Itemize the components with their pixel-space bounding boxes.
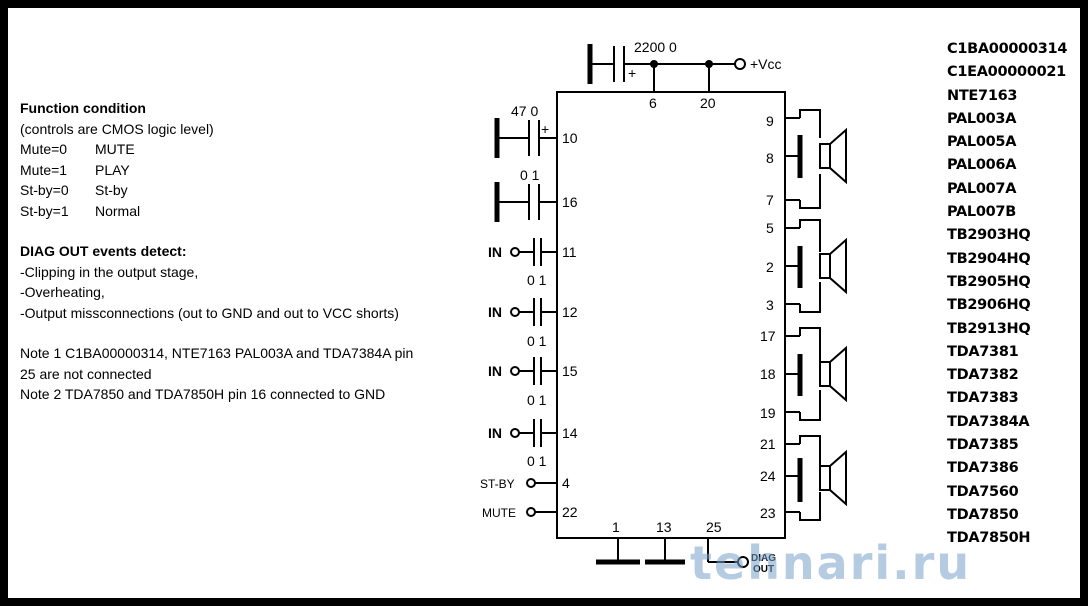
diag-label: OUT [753, 564, 774, 575]
part-number: TDA7382 [947, 367, 1019, 384]
capacitor-01-label: 0 1 [527, 453, 547, 469]
pin-label: 20 [700, 95, 716, 111]
part-number: PAL005A [947, 134, 1017, 151]
pin-label: 6 [649, 95, 657, 111]
pin-label: 2 [766, 259, 774, 275]
part-number: PAL007A [947, 180, 1017, 197]
vcc-label: +Vcc [750, 56, 782, 72]
pin-label: 21 [760, 436, 776, 452]
stby-label: ST-BY [480, 477, 515, 491]
part-number: TB2906HQ [947, 297, 1031, 314]
part-number: TB2905HQ [947, 273, 1031, 290]
pin-label: 10 [562, 130, 578, 146]
pin-label: 11 [562, 244, 577, 260]
pin-label: 8 [766, 150, 774, 166]
diagram-frame [6, 6, 1082, 600]
part-number: TDA7386 [947, 460, 1019, 477]
pin-label: 19 [760, 405, 776, 421]
pin-label: 23 [760, 505, 776, 521]
capacitor-2200-label: 2200 0 [634, 39, 677, 55]
part-number: C1EA00000021 [947, 64, 1066, 81]
pin-label: 18 [760, 366, 776, 382]
pin-label: 1 [612, 519, 620, 535]
pin-label: 13 [656, 519, 672, 535]
diag-item: -Clipping in the output stage, [20, 263, 199, 280]
in-label: IN [488, 244, 502, 260]
pin-label: 12 [562, 304, 578, 320]
note-line: Note 2 TDA7850 and TDA7850H pin 16 conne… [20, 386, 386, 402]
pin-label: 25 [706, 519, 722, 535]
diag-item: -Overheating, [20, 284, 105, 300]
part-number: TDA7850 [947, 506, 1019, 523]
function-condition-title: Function condition [20, 100, 146, 116]
diag-label: DIAG [751, 553, 776, 564]
part-number: TDA7385 [947, 437, 1019, 454]
plus-sign: + [628, 65, 636, 81]
pin-label: 4 [562, 475, 570, 491]
part-number: TDA7383 [947, 390, 1019, 407]
capacitor-01-label: 0 1 [527, 392, 547, 408]
note-line: Note 1 C1BA00000314, NTE7163 PAL003A and… [20, 345, 414, 361]
capacitor-01-label: 0 1 [527, 333, 547, 349]
pin-label: 5 [766, 220, 774, 236]
capacitor-01-label: 0 1 [520, 167, 540, 183]
capacitor-01-label: 0 1 [527, 272, 547, 288]
in-label: IN [488, 304, 502, 320]
pin-label: 16 [562, 194, 578, 210]
function-condition-subtitle: (controls are CMOS logic level) [20, 120, 214, 137]
junction-dot [705, 60, 713, 68]
pin-label: 15 [562, 363, 578, 379]
part-number: NTE7163 [947, 87, 1018, 104]
junction-dot [650, 60, 658, 68]
part-number: TDA7384A [947, 413, 1030, 430]
note-line: 25 are not connected [20, 365, 152, 382]
notes-block: Function condition (controls are CMOS lo… [20, 98, 480, 405]
part-number-list: C1BA00000314 C1EA00000021 NTE7163 PAL003… [947, 38, 1077, 551]
part-number: TB2903HQ [947, 227, 1031, 244]
part-number: PAL006A [947, 157, 1017, 174]
in-label: IN [488, 425, 502, 441]
in-label: IN [488, 363, 502, 379]
vcc-terminal [734, 58, 746, 70]
capacitor-47-label: 47 0 [511, 103, 538, 119]
pin-label: 24 [760, 468, 776, 484]
pin-label: 17 [760, 328, 776, 344]
diag-title: DIAG OUT events detect: [20, 243, 187, 259]
part-number: PAL003A [947, 110, 1017, 127]
part-number: TB2904HQ [947, 250, 1031, 267]
mute-label: MUTE [482, 506, 516, 520]
pin-label: 7 [766, 192, 774, 208]
pin-label: 22 [562, 504, 578, 520]
pin-label: 3 [766, 297, 774, 313]
part-number: PAL007B [947, 204, 1016, 221]
part-number: TDA7850H [947, 530, 1031, 547]
plus-sign: + [541, 121, 549, 137]
part-number: TB2913HQ [947, 320, 1031, 337]
pin-label: 14 [562, 425, 578, 441]
diag-item: -Output missconnections (out to GND and … [20, 304, 399, 321]
part-number: TDA7381 [947, 343, 1019, 360]
pin-label: 9 [766, 113, 774, 129]
part-number: C1BA00000314 [947, 41, 1068, 57]
part-number: TDA7560 [947, 483, 1019, 500]
ic-body [556, 91, 786, 539]
